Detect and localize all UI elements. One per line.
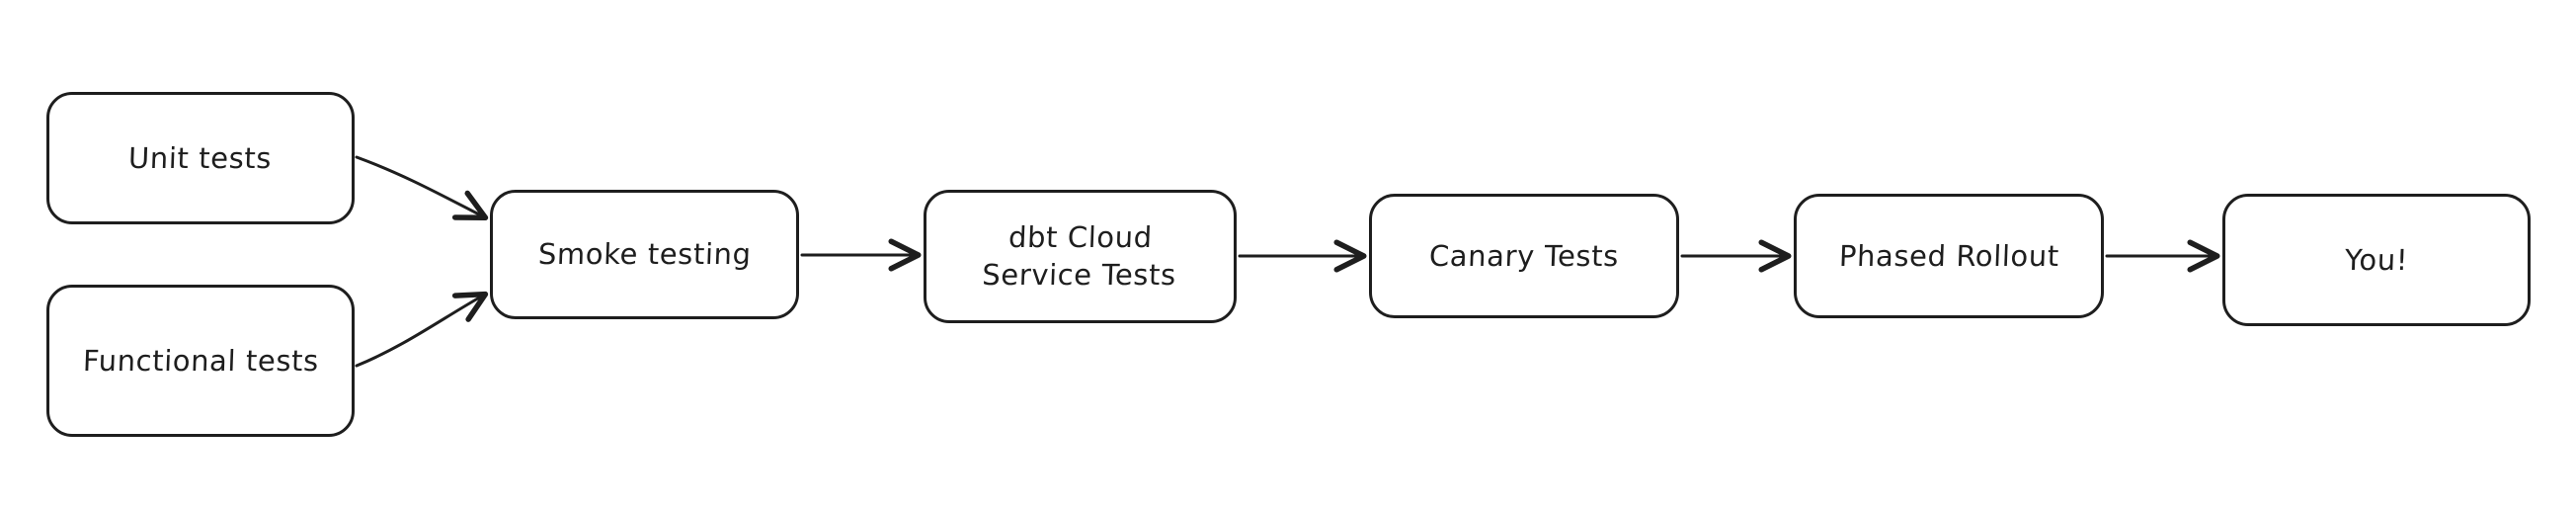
node-you[interactable]: You!	[2222, 194, 2531, 326]
node-dbt-cloud-service-tests-label: dbt Cloud Service Tests	[982, 220, 1177, 293]
node-phased-rollout-label: Phased Rollout	[1837, 238, 2060, 273]
node-you-label: You!	[2344, 242, 2409, 277]
node-phased-rollout[interactable]: Phased Rollout	[1794, 194, 2104, 318]
node-canary-tests[interactable]: Canary Tests	[1369, 194, 1679, 318]
node-unit-tests[interactable]: Unit tests	[46, 92, 355, 224]
edge-functional-tests-to-smoke-testing	[355, 291, 489, 368]
node-smoke-testing-label: Smoke testing	[537, 237, 752, 272]
node-smoke-testing[interactable]: Smoke testing	[490, 190, 799, 319]
node-unit-tests-label: Unit tests	[127, 140, 274, 175]
edge-unit-tests-to-smoke-testing	[355, 155, 489, 221]
node-dbt-cloud-service-tests[interactable]: dbt Cloud Service Tests	[924, 190, 1237, 323]
node-functional-tests[interactable]: Functional tests	[46, 285, 355, 437]
node-functional-tests-label: Functional tests	[82, 343, 319, 378]
node-canary-tests-label: Canary Tests	[1428, 238, 1620, 273]
